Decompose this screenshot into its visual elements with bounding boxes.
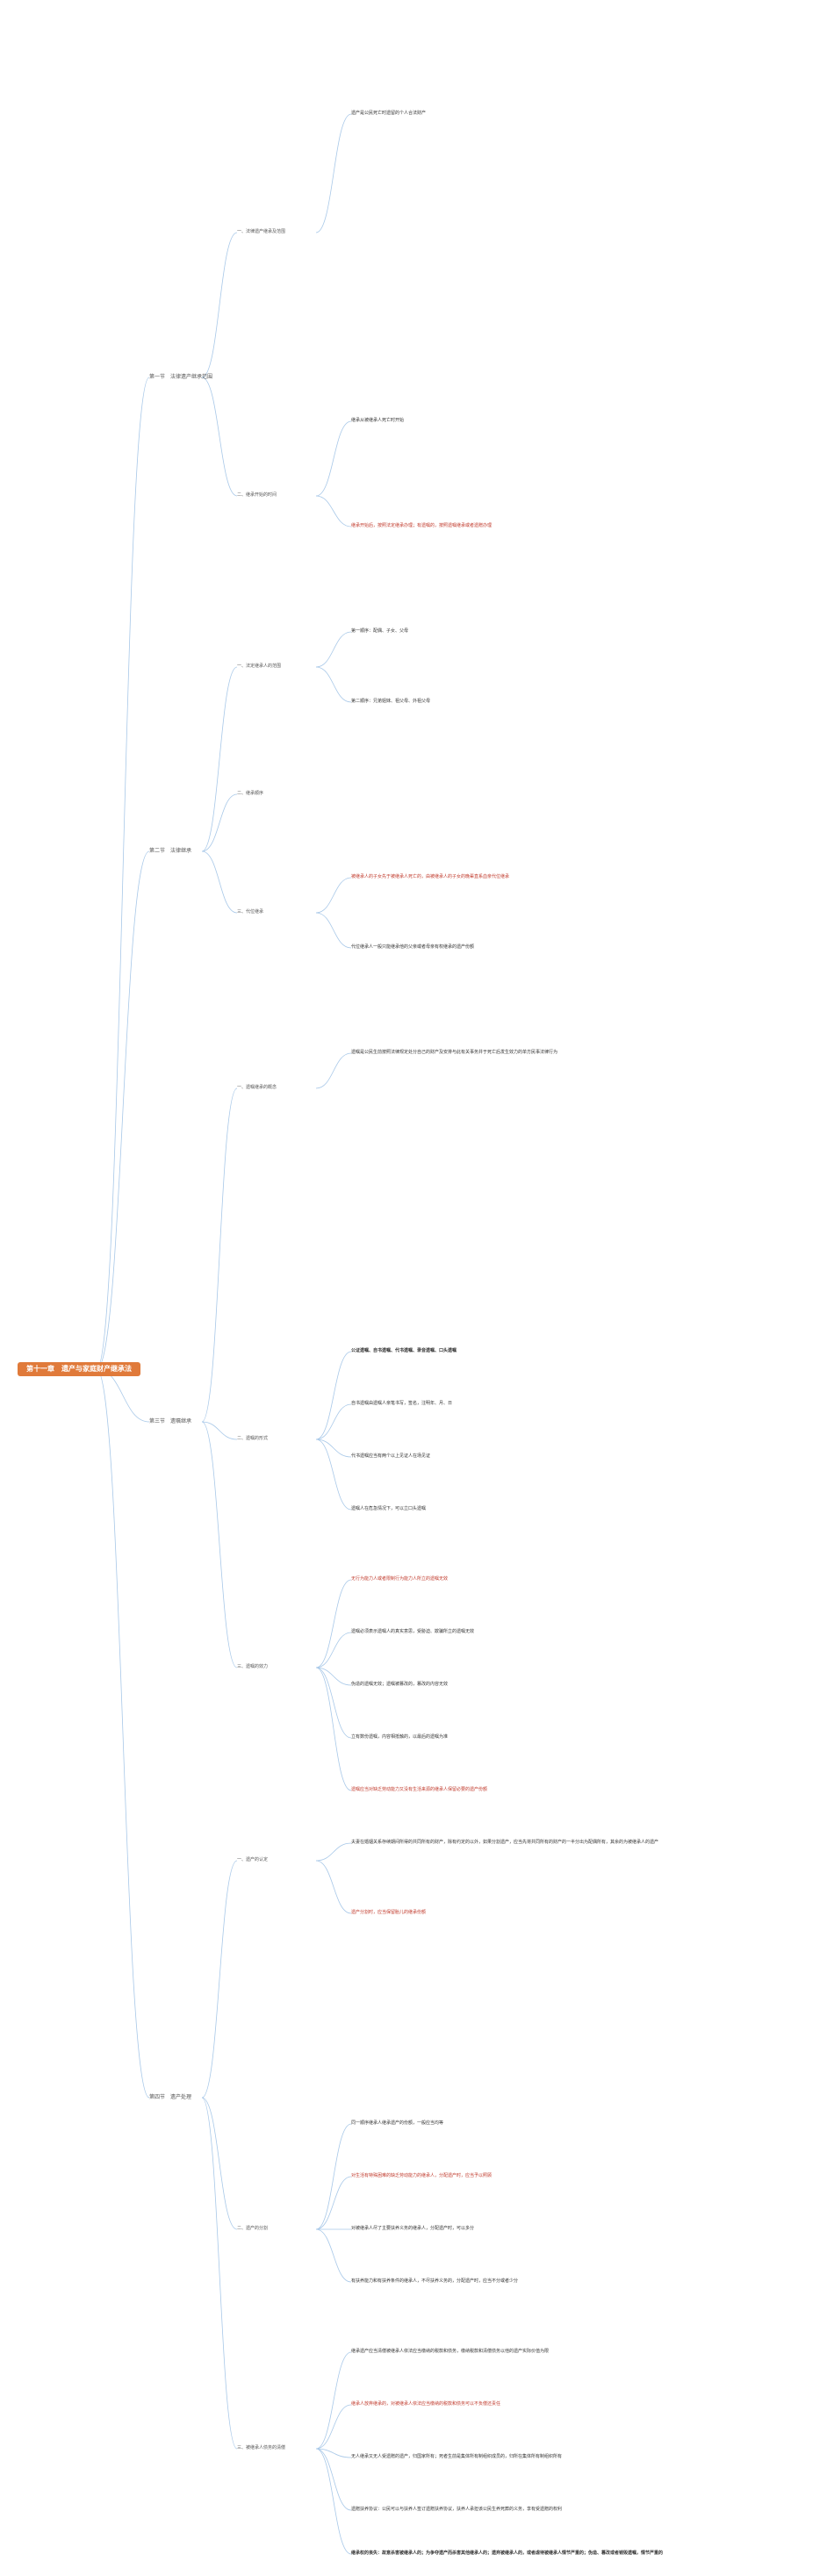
note-8: 遗嘱是公民生前按照法律规定处分自己的财产及安排与此有关事务并于死亡后发生效力的单… — [351, 1050, 558, 1055]
note-25: 继承人放弃继承的，对被继承人依法应当缴纳的税款和债务可以不负偿还责任 — [351, 2401, 501, 2407]
note-26: 无人继承又无人受遗赠的遗产，归国家所有；死者生前是集体所有制组织成员的，归所在集… — [351, 2454, 563, 2459]
link-sec3-sub2 — [201, 1421, 238, 1440]
note-10: 自书遗嘱由遗嘱人亲笔书写，签名，注明年、月、日 — [351, 1401, 453, 1406]
note-14: 遗嘱必须表示遗嘱人的真实意思，受胁迫、欺骗所立的遗嘱无效 — [351, 1629, 475, 1634]
note-23: 有扶养能力和有扶养条件的继承人，不尽扶养义务的，分配遗产时，应当不分或者少分 — [351, 2278, 519, 2284]
root-node: 第十一章 遗产与家庭财产继承法 — [18, 1362, 140, 1376]
link-root-sec2 — [96, 850, 150, 1370]
note-17: 遗嘱应当对缺乏劳动能力又没有生活来源的继承人保留必要的遗产份额 — [351, 1787, 488, 1792]
note-21: 对生活有特殊困难的缺乏劳动能力的继承人，分配遗产时，应当予以照顾 — [351, 2173, 492, 2178]
link-n4 — [315, 631, 352, 668]
link-sec2-sub2 — [201, 793, 238, 852]
sub-3-1: 一、遗嘱继承的概念 — [237, 1085, 277, 1090]
link-n18 — [315, 1842, 352, 1862]
note-3: 继承开始后，按照法定继承办理；有遗嘱的，按照遗嘱继承或者遗赠办理 — [351, 523, 492, 528]
sub-2-1: 一、法定继承人的范围 — [237, 664, 282, 669]
link-n6 — [315, 877, 352, 914]
note-22: 对被继承人尽了主要扶养义务的继承人，分配遗产时，可以多分 — [351, 2226, 475, 2231]
link-n24 — [315, 2351, 352, 2450]
link-n12 — [315, 1439, 352, 1510]
link-n2 — [315, 420, 352, 497]
note-12: 遗嘱人在危急情况下，可以立口头遗嘱 — [351, 1506, 427, 1511]
note-4: 第一顺序：配偶、子女、父母 — [351, 628, 409, 634]
section-2: 第二节 法律继承 — [149, 849, 192, 854]
note-6: 被继承人的子女先于被继承人死亡的，由被继承人的子女的晚辈直系血亲代位继承 — [351, 874, 510, 879]
sub-2-2: 二、继承顺序 — [237, 791, 264, 796]
note-18: 夫妻在婚姻关系存续期间所得的共同所有的财产，除有约定的以外，如果分割遗产，应当先… — [351, 1840, 659, 1845]
link-n14 — [315, 1632, 352, 1668]
note-28: 继承权的丧失：故意杀害被继承人的；为争夺遗产而杀害其他继承人的；遗弃被继承人的，… — [351, 2551, 664, 2556]
link-sec3-sub3 — [201, 1421, 238, 1668]
sub-2-3: 三、代位继承 — [237, 909, 264, 915]
link-n8 — [315, 1052, 352, 1089]
link-sec3-sub1 — [201, 1087, 238, 1423]
link-n9 — [315, 1351, 352, 1440]
note-15: 伪造的遗嘱无效；遗嘱被篡改的，篡改的内容无效 — [351, 1682, 449, 1687]
link-sec4-sub3 — [201, 2097, 238, 2450]
note-7: 代位继承人一般只能继承他的父亲或者母亲有权继承的遗产份额 — [351, 944, 475, 950]
link-n15 — [315, 1667, 352, 1686]
link-n7 — [315, 912, 352, 949]
link-n23 — [315, 2228, 352, 2283]
sub-4-2: 二、遗产的分割 — [237, 2226, 269, 2231]
note-2: 继承从被继承人死亡时开始 — [351, 418, 405, 423]
link-n5 — [315, 666, 352, 703]
link-sec1-sub2 — [201, 377, 238, 497]
link-sec2-sub3 — [201, 850, 238, 914]
section-1: 第一节 法律遗产继承范围 — [149, 375, 213, 380]
link-n1 — [315, 113, 352, 233]
link-sec4-sub1 — [201, 1860, 238, 2099]
note-24: 继承遗产应当清偿被继承人依法应当缴纳的税款和债务，缴纳税款和清偿债务以他的遗产实… — [351, 2349, 550, 2354]
link-n17 — [315, 1667, 352, 1791]
link-root-sec1 — [96, 377, 150, 1370]
link-n11 — [315, 1439, 352, 1458]
section-4: 第四节 遗产处理 — [149, 2095, 192, 2100]
link-n27 — [315, 2448, 352, 2511]
sub-4-3: 三、被继承人债务的清偿 — [237, 2445, 286, 2450]
sub-1-2: 二、继承开始的时间 — [237, 492, 277, 498]
note-11: 代书遗嘱应当有两个以上见证人在场见证 — [351, 1453, 431, 1459]
link-n20 — [315, 2123, 352, 2230]
link-sec4-sub2 — [201, 2097, 238, 2230]
sub-4-1: 一、遗产的认定 — [237, 1857, 269, 1862]
link-root-sec4 — [96, 1368, 150, 2099]
link-n25 — [315, 2404, 352, 2450]
link-sec1-sub1 — [201, 232, 238, 378]
link-n19 — [315, 1860, 352, 1914]
link-n13 — [315, 1579, 352, 1668]
link-n26 — [315, 2448, 352, 2458]
note-19: 遗产分割时，应当保留胎儿的继承份额 — [351, 1910, 427, 1915]
note-20: 同一顺序继承人继承遗产的份额，一般应当均等 — [351, 2120, 444, 2126]
note-5: 第二顺序：兄弟姐妹、祖父母、外祖父母 — [351, 699, 431, 704]
link-n16 — [315, 1667, 352, 1739]
section-3: 第三节 遗嘱继承 — [149, 1419, 192, 1424]
link-sec2-sub1 — [201, 666, 238, 852]
note-9: 公证遗嘱、自书遗嘱、代书遗嘱、录音遗嘱、口头遗嘱 — [351, 1348, 457, 1353]
note-1: 遗产是公民死亡时遗留的个人合法财产 — [351, 111, 427, 116]
link-n10 — [315, 1403, 352, 1440]
note-27: 遗赠扶养协议：公民可以与扶养人签订遗赠扶养协议，扶养人承担该公民生养死葬的义务，… — [351, 2507, 563, 2512]
sub-3-2: 二、遗嘱的形式 — [237, 1436, 269, 1441]
note-13: 无行为能力人或者限制行为能力人所立的遗嘱无效 — [351, 1576, 449, 1582]
link-n28 — [315, 2448, 352, 2555]
sub-1-1: 一、法律遗产继承及范围 — [237, 229, 286, 234]
link-n21 — [315, 2176, 352, 2230]
sub-3-3: 三、遗嘱的效力 — [237, 1664, 269, 1669]
link-n3 — [315, 495, 352, 527]
note-16: 立有数份遗嘱，内容相抵触的，以最后的遗嘱为准 — [351, 1734, 449, 1740]
